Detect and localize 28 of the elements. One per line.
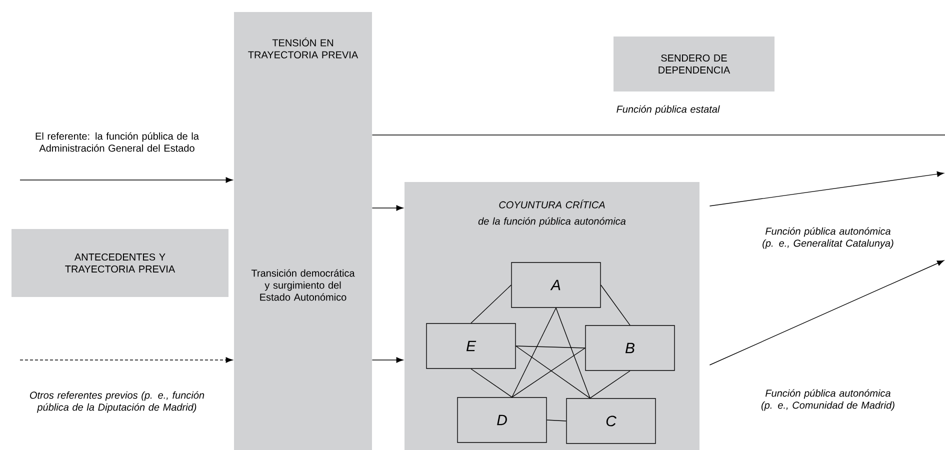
letter-box: D bbox=[457, 397, 547, 443]
edge-label: Función pública autonómica (p. e., Comunidad de Madrid) bbox=[762, 389, 894, 411]
label-box: ANTECEDENTES Y TRAYECTORIA PREVIA bbox=[12, 229, 228, 297]
arrow bbox=[709, 260, 944, 366]
arrow bbox=[20, 177, 233, 183]
connector-line bbox=[546, 420, 566, 422]
connector-line bbox=[512, 308, 556, 398]
label-box: SENDERO DE DEPENDENCIA bbox=[614, 36, 774, 92]
arrow bbox=[372, 205, 404, 211]
letter-box: B bbox=[585, 325, 675, 371]
letter-box: C bbox=[566, 398, 656, 444]
connector-line bbox=[516, 346, 586, 348]
arrow bbox=[372, 357, 404, 363]
column-band: TENSIÓN EN TRAYECTORIA PREVIA Transición democrática y surgimiento del Estado Autonómico bbox=[234, 12, 372, 450]
connector-line bbox=[372, 134, 945, 136]
arrow bbox=[709, 171, 944, 206]
dashed-arrow bbox=[20, 357, 233, 363]
connector-line bbox=[590, 370, 630, 398]
connector-line bbox=[556, 308, 590, 398]
connector-line bbox=[470, 368, 512, 398]
edge-label: Otros referentes previos (p. e., función pública de la Diputación de Madrid) bbox=[30, 391, 204, 413]
edge-label: Función pública estatal bbox=[616, 105, 720, 115]
edge-label: El referente: la función pública de la Administración General del Estado bbox=[36, 132, 199, 152]
letter-box: A bbox=[511, 262, 601, 308]
letter-box: E bbox=[426, 323, 516, 369]
connector-line bbox=[600, 284, 630, 326]
connector-line bbox=[470, 284, 512, 324]
edge-label: Función pública autonómica (p. e., Generalitat Catalunya) bbox=[762, 227, 894, 249]
